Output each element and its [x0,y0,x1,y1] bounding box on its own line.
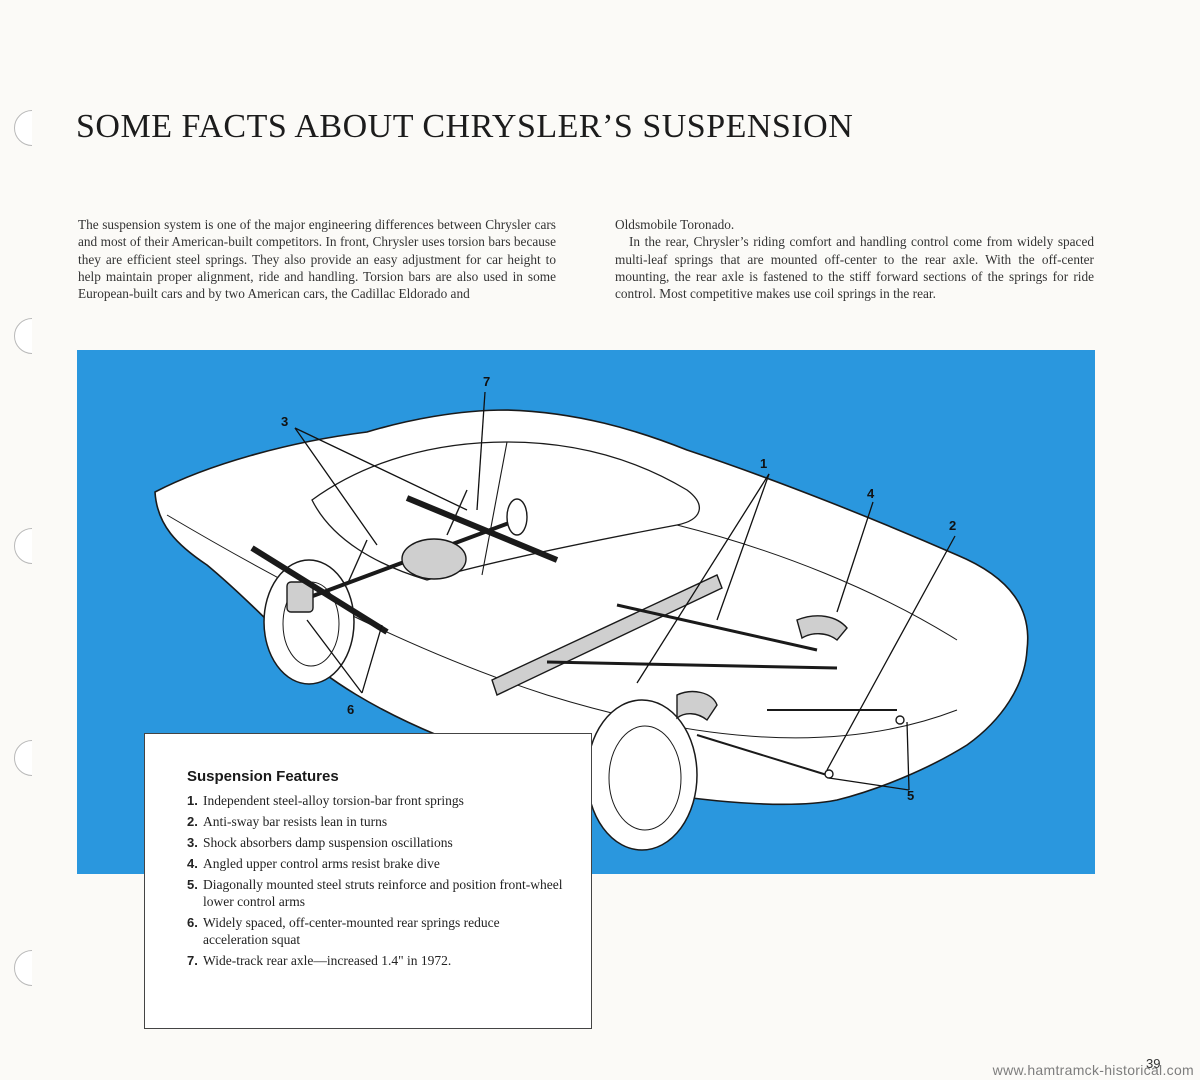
feature-text: Shock absorbers damp suspension oscillat… [203,835,453,850]
callout-1: 1 [760,456,767,471]
feature-item: 1. Independent steel-alloy torsion-bar fr… [187,792,567,809]
binder-hole [14,950,32,986]
feature-number: 1. [187,793,198,808]
suspension-features-box: Suspension Features 1. Independent steel-… [144,733,592,1029]
callout-5: 5 [907,788,914,803]
binder-hole [14,318,32,354]
binder-hole [14,740,32,776]
feature-item: 3. Shock absorbers damp suspension oscill… [187,834,567,851]
front-wheel [586,699,698,851]
feature-number: 4. [187,856,198,871]
feature-number: 6. [187,915,198,930]
body-text-continuation: Oldsmobile Toronado. [615,217,735,232]
page-number: 39 [1146,1056,1161,1071]
binder-hole [14,110,32,146]
callout-2: 2 [949,518,956,533]
feature-text: Widely spaced, off-center-mounted rear s… [203,915,500,947]
features-list: 1. Independent steel-alloy torsion-bar fr… [187,792,567,973]
feature-text: Anti-sway bar resists lean in turns [203,814,388,829]
feature-number: 7. [187,953,198,968]
feature-item: 5. Diagonally mounted steel struts reinfo… [187,876,567,910]
feature-item: 4. Angled upper control arms resist brake… [187,855,567,872]
feature-text: Diagonally mounted steel struts reinforc… [203,877,563,909]
front-frame-assembly [491,574,905,779]
callout-7: 7 [483,374,490,389]
callout-4: 4 [867,486,875,501]
body-text-left-column: The suspension system is one of the majo… [78,217,556,302]
binder-hole [14,528,32,564]
feature-text: Independent steel-alloy torsion-bar fron… [203,793,464,808]
page-title: SOME FACTS ABOUT CHRYSLER’S SUSPENSION [76,108,854,145]
feature-text: Angled upper control arms resist brake d… [203,856,440,871]
features-heading: Suspension Features [187,768,339,785]
car-cutaway-drawing: 3 7 1 4 2 6 5 [154,374,1029,851]
body-text-right-column: Oldsmobile Toronado. In the rear, Chrysl… [615,216,1094,302]
callout-6: 6 [347,702,354,717]
feature-item: 2. Anti-sway bar resists lean in turns [187,813,567,830]
callout-leader-lines [294,391,956,791]
hood-line [676,524,958,641]
roof-window-outline [311,441,700,581]
feature-number: 5. [187,877,198,892]
watermark-link[interactable]: www.hamtramck-historical.com [992,1062,1194,1078]
rear-axle-assembly [250,489,559,635]
feature-number: 2. [187,814,198,829]
feature-item: 7. Wide-track rear axle—increased 1.4" in… [187,952,567,969]
feature-text: Wide-track rear axle—increased 1.4" in 1… [203,953,452,968]
windshield-line [481,441,508,576]
feature-number: 3. [187,835,198,850]
callout-3: 3 [281,414,288,429]
feature-item: 6. Widely spaced, off-center-mounted rear… [187,914,567,948]
body-text-paragraph: In the rear, Chrysler’s riding comfort a… [615,234,1094,302]
